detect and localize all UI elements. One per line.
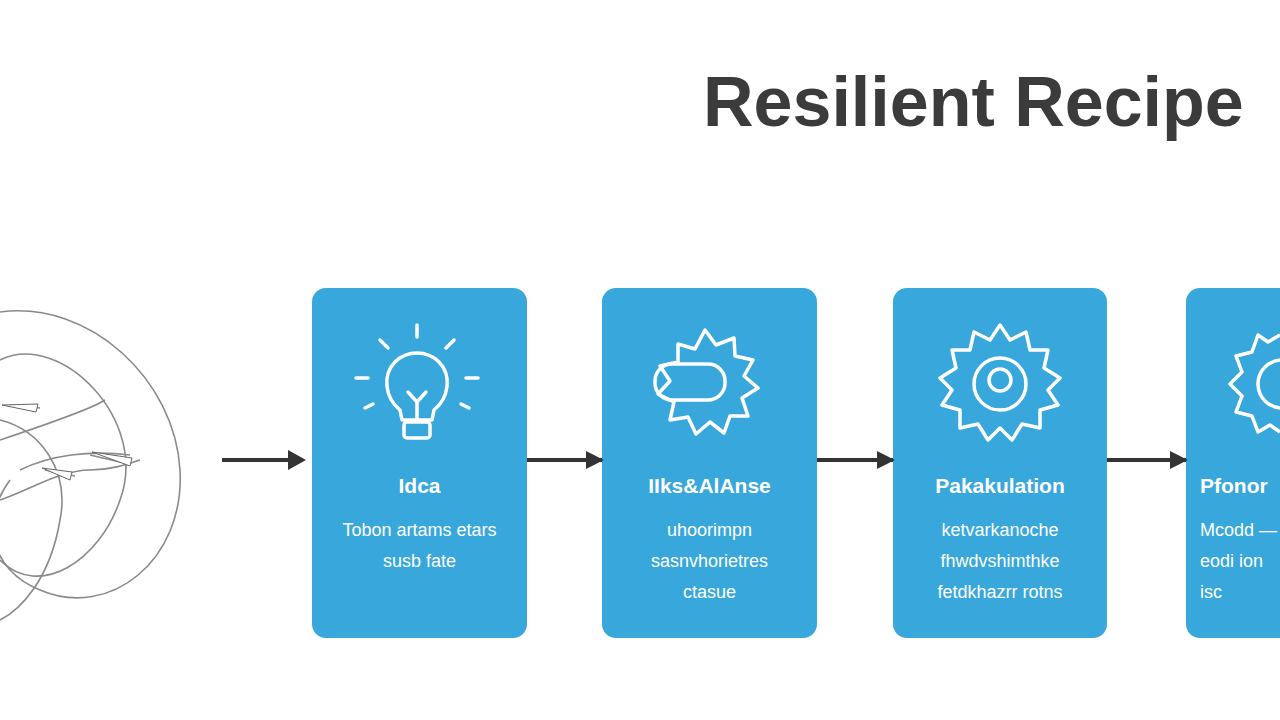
step-heading: Idca [312,472,527,500]
process-step-box: PfonorMcodd — eodi ion isc [1186,288,1280,638]
flow-arrow [1107,458,1186,462]
flow-arrow [527,458,602,462]
scribble-strand [0,460,140,500]
scribble-lines [0,311,180,620]
step-heading: IIks&AlAnse [602,472,817,500]
step-description: ketvarkanoche fhwdvshimthke fetdkhazrr r… [893,515,1107,608]
process-step-box: Pakakulation ketvarkanoche fhwdvshimthke … [893,288,1107,638]
scribble-loop [0,354,126,576]
entry-arrowhead [288,450,306,470]
step-description: uhoorimpn sasnvhorietres ctasue [602,515,817,608]
process-step-box: IIks&AlAnse uhoorimpn sasnvhorietres ctas… [602,288,817,638]
scribble-loop [0,311,180,598]
scribble-loop [0,420,62,620]
entry-arrow [222,458,292,462]
step-description: Tobon artams etars susb fate [312,515,527,577]
step-heading: Pfonor [1186,472,1280,500]
flow-arrow [817,458,893,462]
scribble-knot [2,404,38,412]
scribble-knot [42,468,72,480]
diagram-title: Resilient Recipe [703,62,1244,142]
scribble-strand [10,405,120,476]
process-step-box: IdcaTobon artams etars susb fate [312,288,527,638]
step-description: Mcodd — eodi ion isc [1186,515,1280,608]
scribble-strand [0,400,130,470]
step-heading: Pakakulation [893,472,1107,500]
scribble-knot [92,452,132,466]
scribble-knots [2,404,132,480]
